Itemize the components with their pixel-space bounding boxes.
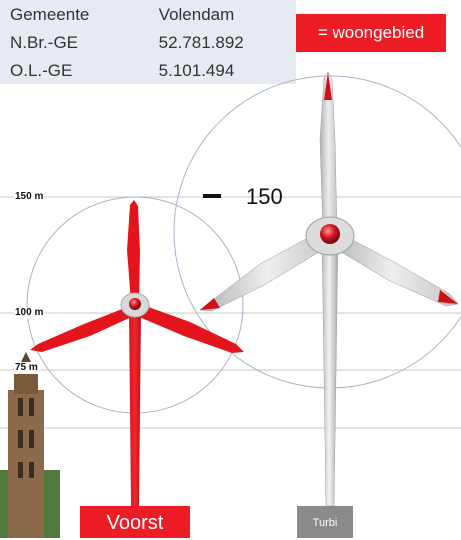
red-turbine-blade-right [132, 304, 244, 353]
info-label: O.L.-GE [10, 61, 73, 80]
info-row: O.L.-GE 5.101.494 [0, 56, 296, 84]
grey-turbine-blade-up [319, 71, 338, 231]
height-dash-marker [203, 194, 221, 198]
grey-turbine-hub [320, 224, 340, 244]
red-turbine-blade-up [127, 200, 140, 302]
red-turbine-hub [129, 298, 141, 310]
info-value: 52.781.892 [158, 33, 244, 52]
info-value: 5.101.494 [158, 61, 235, 80]
info-row: Gemeente Volendam [0, 0, 296, 28]
turbine-name-voorst: Voorst [80, 506, 190, 538]
grey-turbine-blade-left [199, 227, 335, 312]
info-label: N.Br.-GE [10, 33, 79, 52]
height-label-150m: 150 m [14, 191, 45, 203]
info-value: Volendam [158, 5, 235, 24]
info-row: N.Br.-GE 52.781.892 [0, 28, 296, 56]
info-label: Gemeente [10, 5, 90, 24]
grey-turbine-tower [321, 235, 339, 507]
height-label-75m: 75 m [14, 362, 39, 374]
height-label-100m: 100 m [14, 307, 45, 319]
legend-woongebied: = woongebied [296, 14, 446, 52]
church-tower-image [0, 352, 60, 538]
red-turbine [30, 200, 244, 506]
main-height-label: 150 [246, 184, 283, 209]
grey-turbine [199, 71, 459, 507]
red-turbine-tower [129, 310, 141, 506]
location-info-table: Gemeente Volendam N.Br.-GE 52.781.892 O.… [0, 0, 296, 84]
height-reference-lines [0, 196, 461, 429]
red-turbine-blade-left [30, 306, 138, 352]
turbine-name-turbi: Turbi [297, 506, 353, 538]
